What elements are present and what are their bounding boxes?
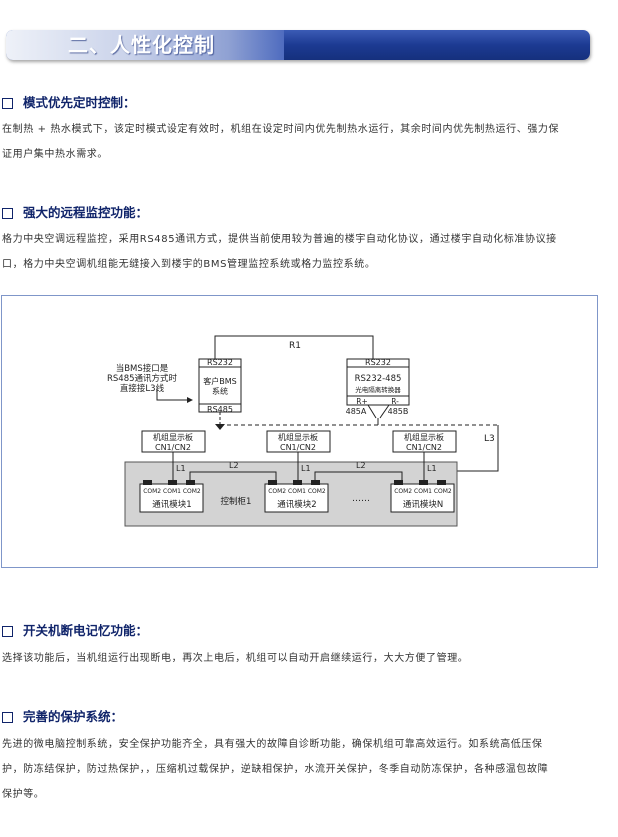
display-n-line2: CN1/CN2 <box>406 443 442 452</box>
l2-line-2 <box>314 471 403 484</box>
module-n-label: 通讯模块N <box>403 499 443 510</box>
paragraph-remote: 格力中央空调远程监控，采用RS485通讯方式，提供当前使用较为普遍的楼宇自动化协… <box>2 227 602 277</box>
display-n-line1: 机组显示板 <box>404 432 444 442</box>
banner-tab <box>6 30 284 60</box>
label-485a: 485A <box>346 407 367 416</box>
display-1-line2: CN1/CN2 <box>155 443 191 452</box>
text-line: 证用户集中热水需求。 <box>2 149 108 160</box>
text-line: 在制热 + 热水模式下，该定时模式设定有效时，机组在设定时间内优先制热水运行，其… <box>2 124 560 135</box>
module-n-ports: COM2 COM1 COM2 <box>394 488 452 495</box>
text-line: 先进的微电脑控制系统，安全保护功能齐全，具有强大的故障自诊断功能，确保机组可靠高… <box>2 739 543 750</box>
note-arrow <box>156 389 187 401</box>
section-heading-remote: 强大的远程监控功能： <box>2 204 148 222</box>
dots-label: …… <box>352 494 370 504</box>
r1-line <box>214 335 374 359</box>
l1-label-1: L1 <box>176 464 186 473</box>
module-2-label: 通讯模块2 <box>277 499 316 510</box>
converter-rminus: R- <box>391 397 399 406</box>
l1-label-n: L1 <box>427 464 437 473</box>
r1-label: R1 <box>289 341 301 351</box>
converter-subtitle: 光电隔离转换器 <box>355 385 401 394</box>
display-2-line1: 机组显示板 <box>278 432 318 442</box>
module-2-ports: COM2 COM1 COM2 <box>268 488 326 495</box>
checkbox-square-icon <box>2 625 13 637</box>
l1-label-2: L1 <box>301 464 311 473</box>
paragraph-protection: 先进的微电脑控制系统，安全保护功能齐全，具有强大的故障自诊断功能，确保机组可靠高… <box>2 732 602 807</box>
section-heading-protection: 完善的保护系统： <box>2 708 123 726</box>
comm-module-2: COM2 COM1 COM2 通讯模块2 <box>264 480 329 513</box>
converter-rs232-label: RS232 <box>365 358 391 367</box>
text-line: 保护等。 <box>2 789 45 800</box>
label-485b: 485B <box>388 407 409 416</box>
l2-label-2: L2 <box>356 461 366 470</box>
heading-text: 强大的远程监控功能： <box>23 205 149 220</box>
note-line3: 直接接L3线 <box>120 383 165 394</box>
note-line2: RS485通讯方式时 <box>107 373 178 384</box>
comm-module-n: COM2 COM1 COM2 通讯模块N <box>390 480 455 513</box>
converter-title: RS232-485 <box>355 374 402 384</box>
converter-rplus: R+ <box>356 397 368 406</box>
banner-title: 二、人性化控制 <box>68 33 215 57</box>
text-line: 口，格力中央空调机组能无缝接入到楼宇的BMS管理监控系统或格力监控系统。 <box>2 259 376 270</box>
section-heading-memory: 开关机断电记忆功能： <box>2 622 148 640</box>
l3-line <box>452 425 499 472</box>
l3-label: L3 <box>484 434 495 444</box>
client-rs232-label: RS232 <box>207 358 233 367</box>
note-arrowhead <box>187 397 193 403</box>
client-rs485-label: RS485 <box>207 405 233 414</box>
note-line1: 当BMS接口是 <box>116 363 169 374</box>
section-heading-timer: 模式优先定时控制： <box>2 94 136 112</box>
display-2-line2: CN1/CN2 <box>280 443 316 452</box>
heading-text: 完善的保护系统： <box>23 709 124 724</box>
heading-text: 模式优先定时控制： <box>23 95 136 110</box>
client-body-line1: 客户BMS <box>203 376 236 386</box>
display-1-line1: 机组显示板 <box>153 432 193 442</box>
comm-module-1: COM2 COM1 COM2 通讯模块1 <box>139 480 204 513</box>
paragraph-memory: 选择该功能后，当机组运行出现断电，再次上电后，机组可以自动开启继续运行，大大方便… <box>2 646 602 671</box>
client-body-line2: 系统 <box>212 386 228 396</box>
paragraph-timer: 在制热 + 热水模式下，该定时模式设定有效时，机组在设定时间内优先制热水运行，其… <box>2 117 602 167</box>
text-line: 格力中央空调远程监控，采用RS485通讯方式，提供当前使用较为普遍的楼宇自动化协… <box>2 234 557 245</box>
heading-text: 开关机断电记忆功能： <box>23 623 149 638</box>
text-line: 选择该功能后，当机组运行出现断电，再次上电后，机组可以自动开启继续运行，大大方便… <box>2 653 469 664</box>
l2-line-1 <box>189 471 277 484</box>
checkbox-square-icon <box>2 711 13 723</box>
l2-label-1: L2 <box>229 461 239 470</box>
checkbox-square-icon <box>2 97 13 109</box>
diagram-svg: R1 RS232 客户BMS 系统 RS485 当BMS接口是 RS485通讯方… <box>107 335 499 527</box>
module-1-label: 通讯模块1 <box>152 499 191 510</box>
module-1-ports: COM2 COM1 COM2 <box>143 488 201 495</box>
cabinet-label: 控制柜1 <box>221 496 252 507</box>
network-diagram: R1 RS232 客户BMS 系统 RS485 当BMS接口是 RS485通讯方… <box>1 295 598 568</box>
text-line: 护，防冻结保护，防过热保护，，压缩机过载保护，逆缺相保护，水流开关保护，冬季自动… <box>2 764 549 775</box>
checkbox-square-icon <box>2 207 13 219</box>
